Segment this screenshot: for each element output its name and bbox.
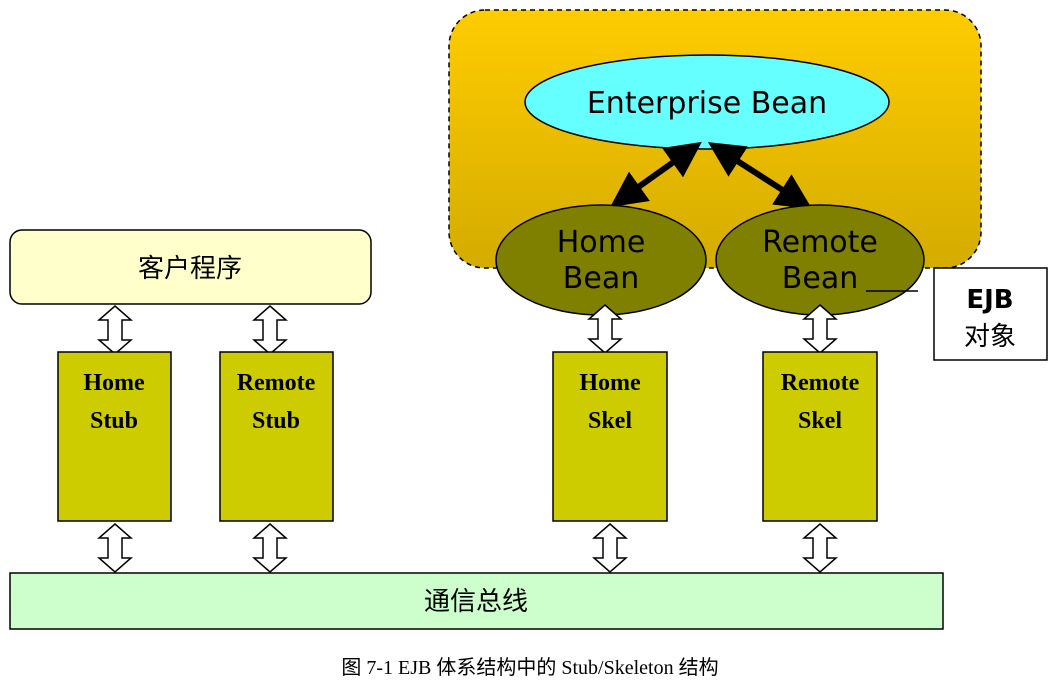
communication-bus: 通信总线 (9, 572, 944, 630)
home-skel-label-1: Home (579, 370, 641, 396)
communication-bus-label: 通信总线 (424, 587, 528, 617)
ejb-object-label-box: EJB 对象 (933, 267, 1048, 361)
client-program-label: 客户程序 (138, 254, 242, 284)
home-stub-box: Home Stub (57, 351, 172, 522)
ejb-object-label-1: EJB (966, 285, 1013, 315)
home-bean-label-1: Home (557, 225, 646, 260)
home-bean: Home Bean (495, 204, 707, 316)
enterprise-bean-label: Enterprise Bean (587, 86, 827, 121)
client-program-box: 客户程序 (9, 229, 372, 305)
double-arrow-icon (253, 305, 287, 355)
double-arrow-icon (98, 305, 132, 355)
enterprise-bean: Enterprise Bean (524, 54, 890, 150)
remote-bean: Remote Bean (715, 204, 925, 316)
double-arrow-icon (803, 523, 837, 573)
ejb-object-label-2: 对象 (964, 322, 1016, 352)
home-bean-link-arrow (610, 141, 702, 208)
home-skel-label-2: Skel (588, 408, 632, 434)
home-bean-label-2: Bean (563, 261, 639, 296)
remote-bean-label-1: Remote (762, 225, 878, 260)
home-stub-label-1: Home (83, 370, 145, 396)
remote-skel-label-2: Skel (798, 408, 842, 434)
remote-bean-link-arrow (707, 142, 813, 209)
remote-skel-box: Remote Skel (762, 351, 878, 522)
double-arrow-icon (253, 523, 287, 573)
remote-stub-label-1: Remote (237, 370, 316, 396)
remote-skel-label-1: Remote (781, 370, 860, 396)
remote-stub-box: Remote Stub (219, 351, 334, 522)
double-arrow-icon (98, 523, 132, 573)
home-stub-label-2: Stub (90, 408, 138, 434)
home-skel-box: Home Skel (552, 351, 668, 522)
remote-bean-label-2: Bean (782, 261, 858, 296)
remote-stub-label-2: Stub (252, 408, 300, 434)
figure-caption: 图 7-1 EJB 体系结构中的 Stub/Skeleton 结构 (341, 656, 718, 679)
double-arrow-icon (593, 523, 627, 573)
